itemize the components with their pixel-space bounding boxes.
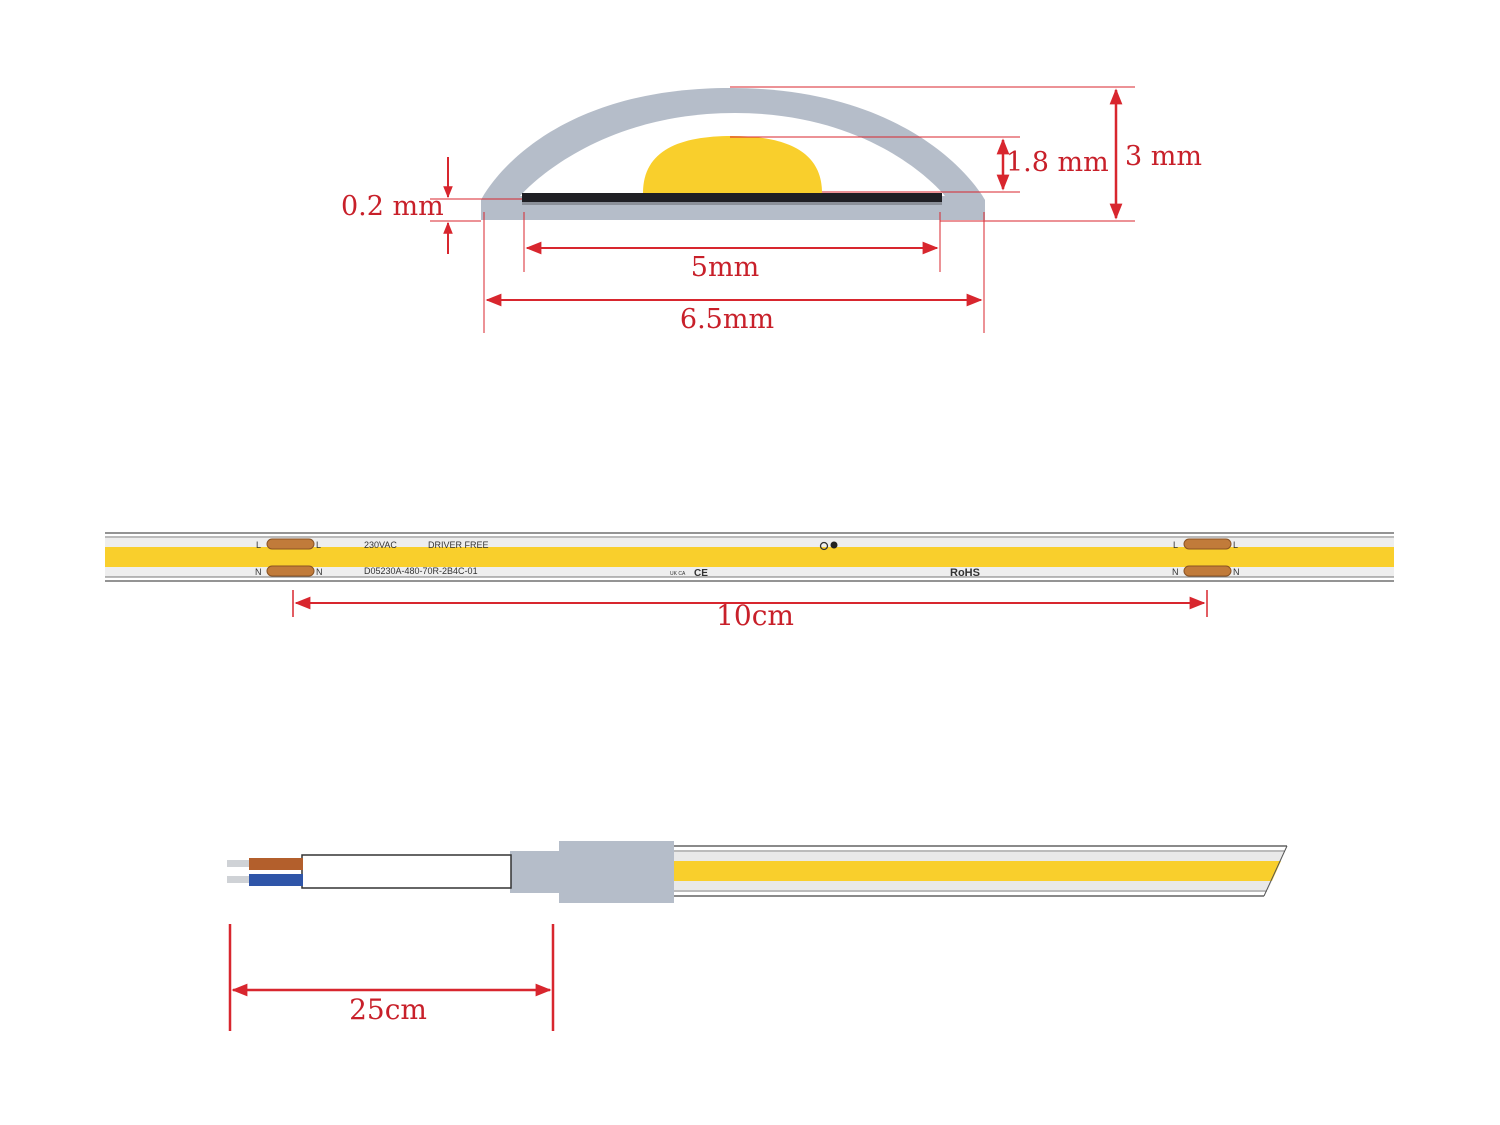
- strip-top-view: L L N N L L N N 230VAC DRIVER FREE D0523…: [105, 532, 1394, 632]
- svg-text:L: L: [1233, 540, 1238, 550]
- svg-text:N: N: [316, 567, 323, 577]
- cable-sheath: [301, 854, 512, 889]
- pcb-board: [522, 193, 942, 202]
- led-emitter-band: [105, 547, 1394, 567]
- svg-text:N: N: [1172, 567, 1179, 577]
- dim-pcb-width-label: 5mm: [691, 252, 759, 283]
- cable-end-view: 25cm: [227, 841, 1288, 1031]
- dim-led-height-label: 1.8 mm: [1006, 147, 1109, 178]
- svg-text:N: N: [1233, 567, 1240, 577]
- cable-strip-led-band: [673, 861, 1281, 881]
- rohs-mark: RoHS: [950, 567, 980, 579]
- svg-text:L: L: [1173, 540, 1178, 550]
- svg-text:L: L: [256, 540, 261, 550]
- print-voltage: 230VAC: [364, 540, 397, 550]
- svg-text:L: L: [316, 540, 321, 550]
- end-cap: [559, 841, 674, 903]
- print-driver-free: DRIVER FREE: [428, 540, 489, 550]
- cut-pads-left: L L N N: [255, 538, 323, 577]
- print-part-number: D05230A-480-70R-2B4C-01: [364, 566, 478, 576]
- wire-brown: [249, 858, 303, 870]
- dim-cut-length-label: 10cm: [716, 599, 794, 632]
- dim-total-height-label: 3 mm: [1125, 141, 1202, 172]
- led-phosphor: [643, 136, 822, 193]
- cross-section-view: 3 mm 1.8 mm 0.2 mm 5mm 6.5mm: [341, 86, 1202, 335]
- dim-total-width-label: 6.5mm: [680, 304, 774, 335]
- ukca-mark: UK CA: [670, 571, 686, 577]
- cable-gland: [510, 851, 560, 893]
- cut-pads-right: L L N N: [1172, 538, 1240, 577]
- ce-mark: CE: [694, 568, 708, 579]
- wire-blue: [249, 874, 303, 886]
- dim-lead-length-label: 25cm: [349, 993, 427, 1026]
- svg-text:N: N: [255, 567, 262, 577]
- polarity-icon: [819, 541, 838, 551]
- dim-base-thickness-label: 0.2 mm: [341, 191, 444, 222]
